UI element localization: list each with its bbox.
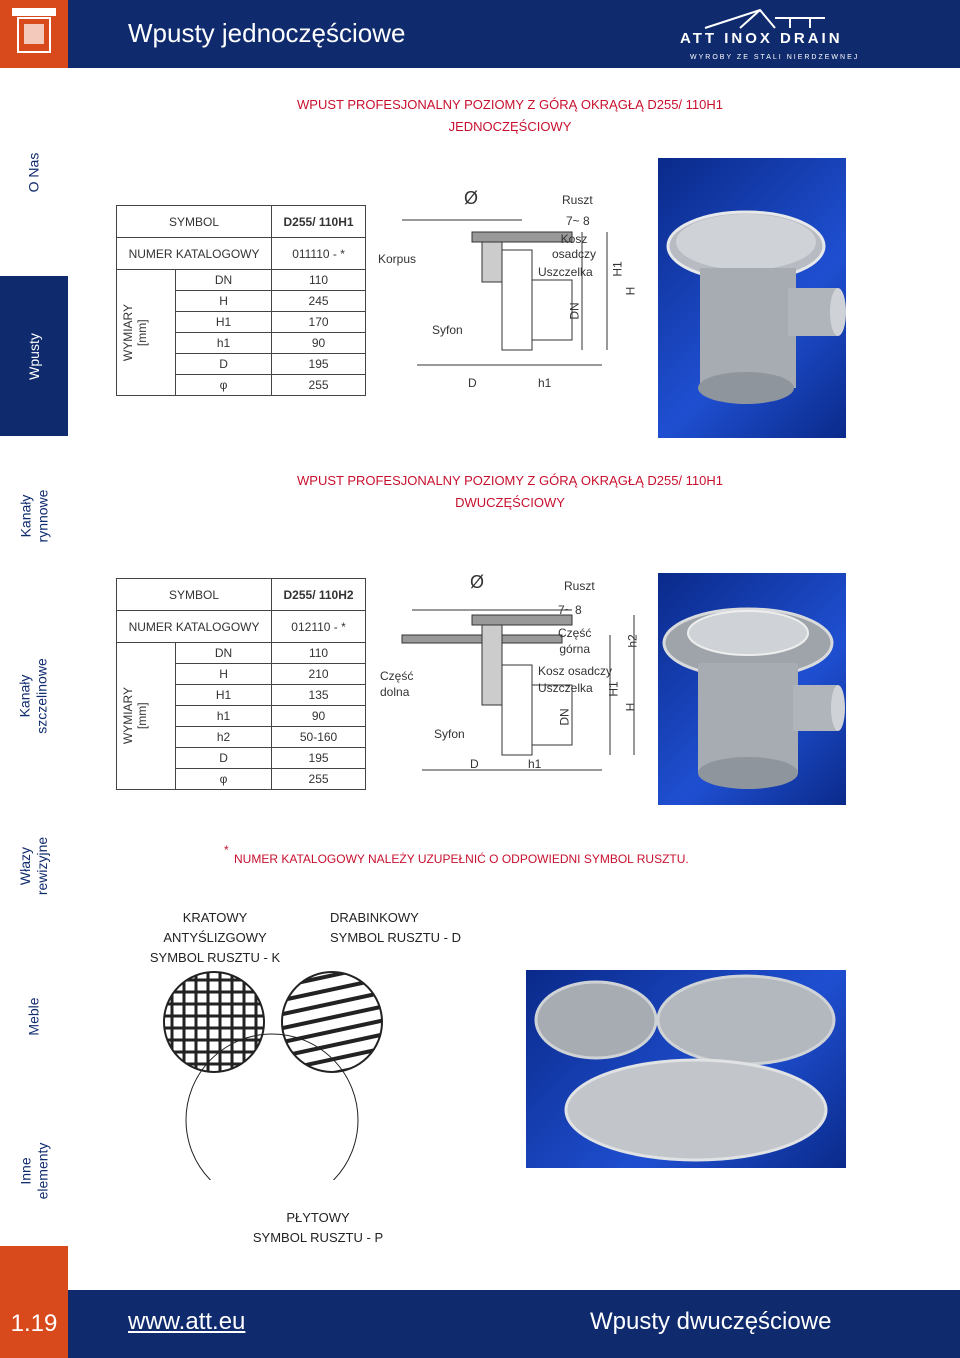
page-title: Wpusty jednoczęściowe [128,18,406,48]
grate-k-icon [164,972,264,1072]
sidebar-item-kanaly-szczelinowe[interactable]: Kanały szczelinowe [17,658,51,734]
page-header [0,0,960,68]
grates-photo [526,970,846,1168]
logo-icon [0,0,68,68]
brand-tagline: WYROBY ZE STALI NIERDZEWNEJ [690,54,860,61]
grate-drawings [163,971,383,1180]
technical-drawing-2 [401,609,635,771]
page-number: 1.19 [0,1290,68,1358]
sidebar-item-meble[interactable]: Meble [25,996,42,1036]
sidebar-item-inne[interactable]: Inne elementy [17,1142,50,1200]
sidebar-item-wpusty[interactable]: Wpusty [0,276,68,436]
footer-title: Wpusty dwuczęściowe [590,1308,832,1335]
grate-p-icon [185,1033,359,1180]
grate-d-icon [282,972,382,1072]
sidebar-item-wlazy[interactable]: Włazy rewizyjne [16,836,50,896]
brand-name: ATT INOX DRAIN [680,30,843,47]
grate-d-label: DRABINKOWY SYMBOL RUSZTU - D [330,910,461,945]
sidebar-item-o-nas[interactable]: O Nas [25,152,42,192]
section2-title: WPUST PROFESJONALNY POZIOMY Z GÓRĄ OKRĄG… [297,473,723,510]
technical-drawing-1 [402,219,608,366]
grate-k-label: KRATOWY ANTYŚLIZGOWY SYMBOL RUSZTU - K [149,910,281,965]
brand-logo-icon [704,8,825,29]
section1-title: WPUST PROFESJONALNY POZIOMY Z GÓRĄ OKRĄG… [297,97,723,134]
sidebar-accent [0,1246,68,1290]
product-photo-2 [658,573,846,805]
catalog-note: NUMER KATALOGOWY NALEŻY UZUPEŁNIĆ O ODPO… [234,852,689,866]
page-footer [0,1290,960,1358]
note-asterisk: * [224,843,229,857]
grate-p-label: PŁYTOWY SYMBOL RUSZTU - P [252,1210,384,1245]
sidebar: O Nas Wpusty Kanały rynnowe Kanały szcze… [0,68,68,1290]
website-link[interactable]: www.att.eu [128,1308,246,1335]
product-photo-1 [658,158,846,438]
sidebar-item-kanaly-rynnowe[interactable]: Kanały rynnowe [16,489,50,543]
